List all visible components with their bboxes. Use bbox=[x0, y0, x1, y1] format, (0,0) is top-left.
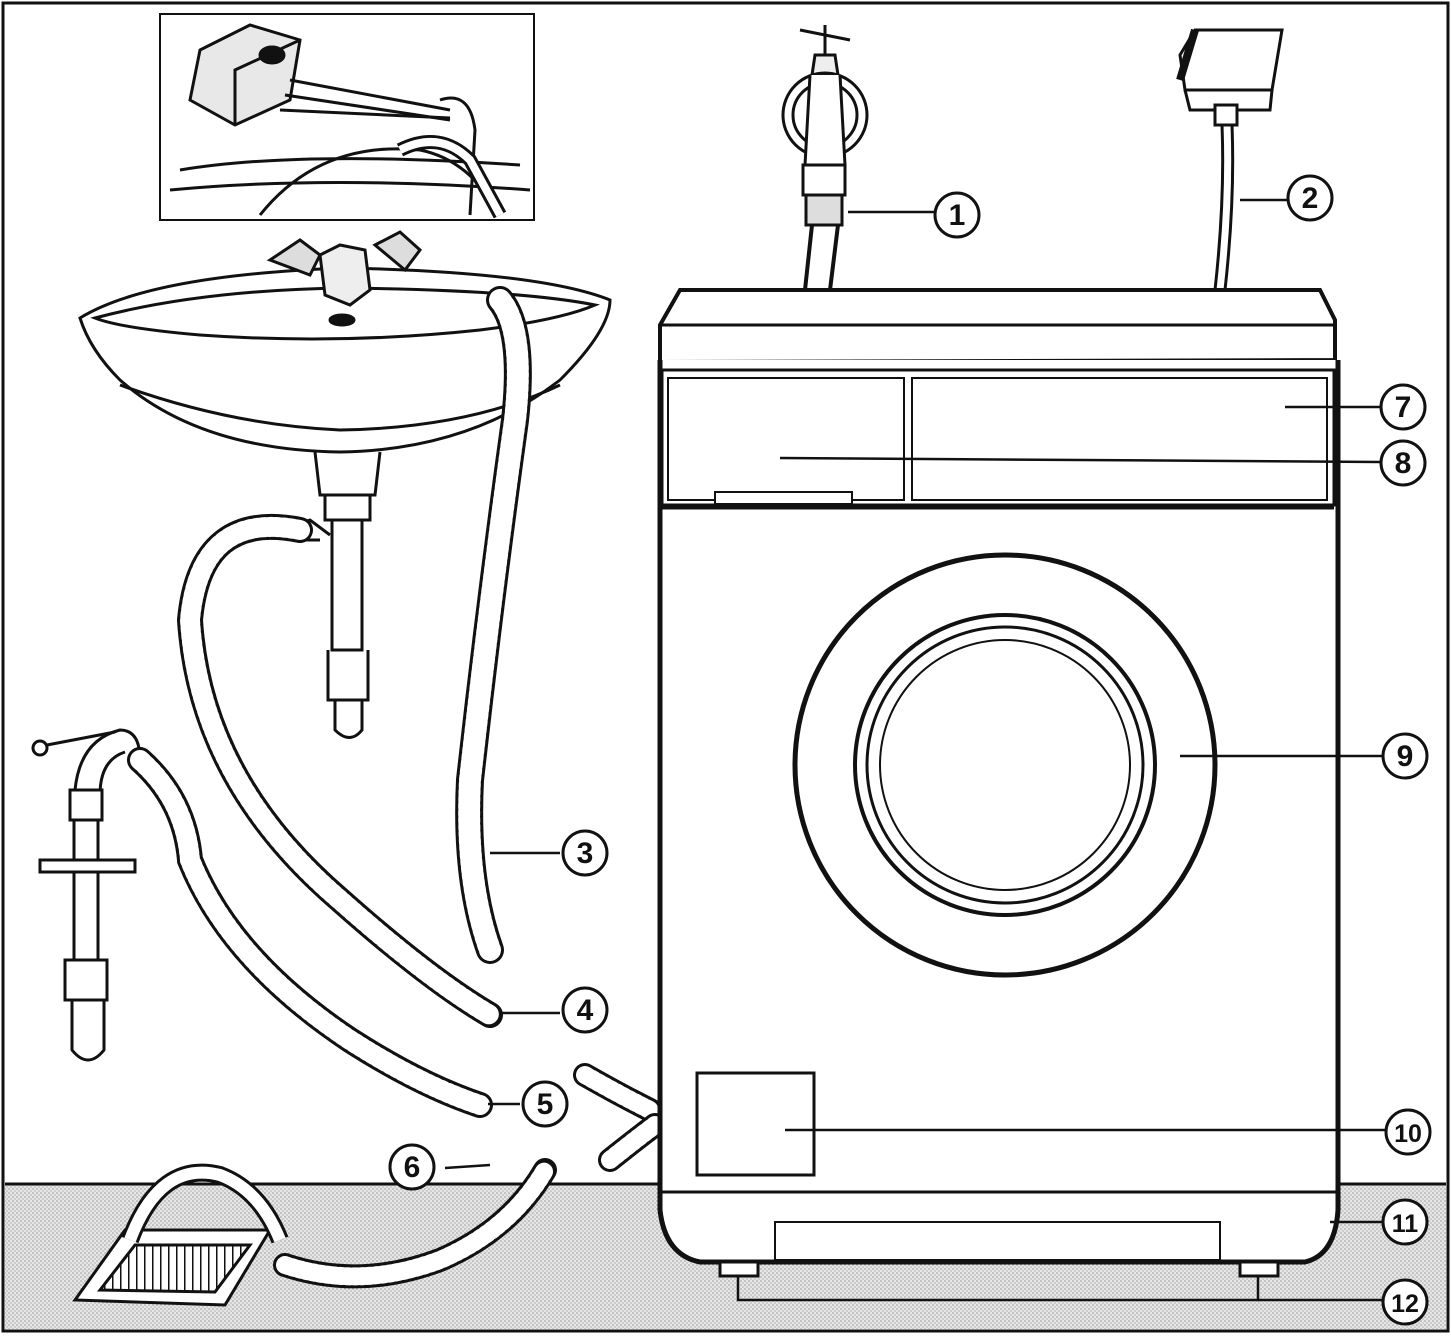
callout-drain-hose-siphon-connection: 4 bbox=[561, 986, 609, 1034]
callout-filter-flap: 10 bbox=[1384, 1108, 1432, 1156]
callout-drain-hose-floor-drain: 6 bbox=[388, 1143, 436, 1191]
callout-number: 3 bbox=[577, 837, 594, 870]
callout-circle bbox=[1381, 1198, 1429, 1246]
callout-control-panel: 7 bbox=[1379, 383, 1427, 431]
callout-number: 9 bbox=[1397, 740, 1414, 773]
callout-circle bbox=[1384, 1108, 1432, 1156]
callout-number: 8 bbox=[1395, 447, 1412, 480]
drain-hoses bbox=[127, 286, 667, 1289]
callout-power-cable: 2 bbox=[1286, 174, 1334, 222]
callout-number: 12 bbox=[1391, 1290, 1419, 1318]
water-tap bbox=[781, 25, 869, 291]
callout-circle bbox=[1381, 1278, 1429, 1326]
callout-inlet-hose: 1 bbox=[933, 191, 981, 239]
callout-number: 1 bbox=[949, 199, 966, 232]
callout-door: 9 bbox=[1381, 732, 1429, 780]
callout-circle bbox=[388, 1143, 436, 1191]
callout-circle bbox=[1379, 383, 1427, 431]
callout-circle bbox=[933, 191, 981, 239]
standpipe bbox=[31, 728, 142, 1062]
callout-number: 5 bbox=[537, 1088, 554, 1121]
callout-circle bbox=[521, 1080, 569, 1128]
callout-plinth-panel: 11 bbox=[1381, 1198, 1429, 1246]
callout-circle bbox=[561, 986, 609, 1034]
washbasin bbox=[78, 230, 612, 739]
floor-drain bbox=[72, 1163, 289, 1307]
callout-number: 2 bbox=[1302, 182, 1319, 215]
callout-number: 11 bbox=[1392, 1210, 1419, 1238]
callout-drain-hose-standpipe: 5 bbox=[521, 1080, 569, 1128]
leader-lines bbox=[444, 198, 1385, 1302]
washing-machine bbox=[657, 288, 1341, 1278]
callout-drain-hose-washbasin-hook: 3 bbox=[561, 829, 609, 877]
callout-circle bbox=[1286, 174, 1334, 222]
power-socket bbox=[1176, 28, 1284, 291]
callout-circle bbox=[1379, 439, 1427, 487]
callout-circle bbox=[561, 829, 609, 877]
callout-detergent-drawer: 8 bbox=[1379, 439, 1427, 487]
callout-number: 4 bbox=[577, 994, 594, 1027]
tap-hook-detail-inset bbox=[159, 13, 535, 221]
callout-number: 10 bbox=[1394, 1120, 1422, 1148]
callout-number: 6 bbox=[404, 1151, 421, 1184]
callout-circle bbox=[1381, 732, 1429, 780]
callout-number: 7 bbox=[1395, 391, 1412, 424]
callout-feet: 12 bbox=[1381, 1278, 1429, 1326]
